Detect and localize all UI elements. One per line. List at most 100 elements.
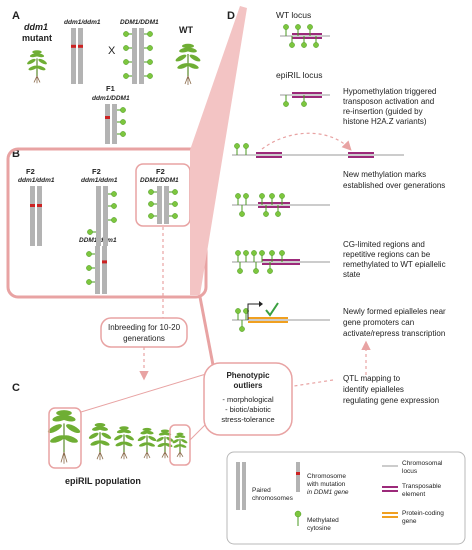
ddm1-mutation-mark	[30, 204, 35, 207]
leaf-shape	[179, 444, 187, 448]
methyl-icon	[148, 189, 154, 195]
f2-label-2: F2	[92, 167, 101, 176]
leaf-shape	[173, 444, 181, 448]
check-icon	[265, 302, 279, 317]
chromosome	[103, 186, 108, 246]
methyl-icon	[172, 189, 178, 195]
mutant-label-line1: ddm1	[24, 22, 48, 32]
leaf-shape	[63, 435, 78, 443]
leaf-shape	[101, 432, 112, 439]
chromosome-swatch	[296, 462, 300, 492]
leaf-shape	[90, 440, 101, 446]
methyl-icon	[123, 31, 129, 37]
leaf-shape	[97, 426, 108, 431]
epiril-plant-row	[47, 410, 188, 464]
step1-line1: Hypomethylation triggered	[343, 87, 436, 96]
chromosome	[105, 104, 110, 144]
promoter-arrowhead	[259, 301, 263, 307]
methyl-icon	[301, 42, 307, 48]
methyl-icon	[147, 59, 153, 65]
methyl-icon	[295, 24, 301, 30]
cross-left-genotype: ddm1/ddm1	[64, 19, 101, 26]
f2-genotype-1: ddm1/ddm1	[18, 177, 55, 184]
step3-line1: CG-limited regions and	[343, 240, 425, 249]
legend-transposon-line2: element	[402, 491, 425, 498]
methyl-icon	[111, 217, 117, 223]
methyl-icon	[289, 42, 295, 48]
methyl-icon	[235, 308, 241, 314]
methyl-icon	[111, 203, 117, 209]
plant-roots	[60, 451, 68, 464]
leaf-shape	[148, 435, 157, 442]
leaf-shape	[50, 435, 65, 443]
chromosome	[102, 246, 107, 294]
cross-right-genotype: DDM1/DDM1	[120, 19, 159, 26]
chromosome-swatch	[236, 462, 240, 510]
leaf-shape	[176, 432, 184, 436]
outlier-highlight-left	[48, 407, 82, 469]
methyl-icon	[86, 265, 92, 271]
methyl-icon	[172, 213, 178, 219]
leaf-shape	[185, 47, 197, 53]
wt-plant-icon	[175, 43, 201, 85]
chromosome	[157, 186, 162, 224]
methyl-icon	[239, 211, 245, 217]
chromosome-pair-b3	[148, 186, 178, 224]
ddm1-mutation-mark	[78, 44, 83, 48]
methyl-icon	[239, 326, 245, 332]
chromosome-pair-b4	[86, 246, 107, 294]
remethylation-locus-diagram	[232, 250, 330, 274]
step3-line2: repetitive regions can be	[343, 250, 431, 259]
step3-line3: remethylated to WT epiallelic	[343, 260, 446, 269]
chromosome	[30, 186, 35, 246]
population-label: epiRIL population	[65, 476, 141, 486]
epiril-locus-label: epiRIL locus	[276, 70, 322, 80]
leaf-shape	[156, 437, 164, 442]
wt-locus-diagram	[280, 24, 330, 48]
outliers-box	[203, 362, 293, 436]
panel-a-label: A	[12, 10, 20, 22]
leaf-shape	[119, 426, 129, 430]
plant-roots	[120, 451, 128, 460]
ddm1-mutant-plant-icon	[27, 50, 47, 84]
legend-paired-line2: chromosomes	[252, 495, 294, 502]
methyl-icon	[123, 59, 129, 65]
methyl-icon	[307, 24, 313, 30]
leaf-shape	[189, 54, 201, 62]
methyl-icon	[267, 268, 273, 274]
chromosome-pair-ddm1-wt	[123, 28, 153, 84]
f2-label-3: F2	[156, 167, 165, 176]
chromosome-pair-f1	[105, 104, 126, 144]
leaf-shape	[125, 434, 134, 441]
step1-line3: re-insertion (guided by	[343, 107, 423, 116]
f1-genotype: ddm1/DDM1	[92, 95, 130, 102]
methyl-icon	[234, 143, 240, 149]
ddm1-mutation-mark	[71, 44, 76, 48]
methyl-icon	[87, 229, 93, 235]
methyl-icon	[263, 211, 269, 217]
methyl-icon	[259, 250, 265, 256]
methyl-icon	[301, 101, 307, 107]
methyl-icon	[279, 250, 285, 256]
methyl-icon	[279, 193, 285, 199]
qtl-line2: identify epialleles	[343, 385, 404, 394]
plant-roots	[184, 75, 192, 85]
methyl-icon	[259, 193, 265, 199]
chromosome-pair-ddm1	[71, 28, 83, 84]
methyl-icon	[172, 201, 178, 207]
methyl-icon	[120, 119, 126, 125]
cross-symbol: X	[108, 45, 116, 57]
methyl-icon	[313, 42, 319, 48]
methyl-icon	[111, 191, 117, 197]
leaf-shape	[146, 442, 156, 447]
leaf-shape	[177, 63, 189, 69]
step2-line1: New methylation marks	[343, 170, 426, 179]
methyl-icon	[275, 211, 281, 217]
methyl-icon	[147, 73, 153, 79]
methyl-icon	[148, 201, 154, 207]
f2-genotype-3: DDM1/DDM1	[140, 177, 179, 184]
methyl-icon	[147, 45, 153, 51]
chromosome	[78, 28, 83, 84]
plant-roots	[33, 75, 41, 84]
legend-gene-line1: Protein-coding	[402, 510, 444, 517]
